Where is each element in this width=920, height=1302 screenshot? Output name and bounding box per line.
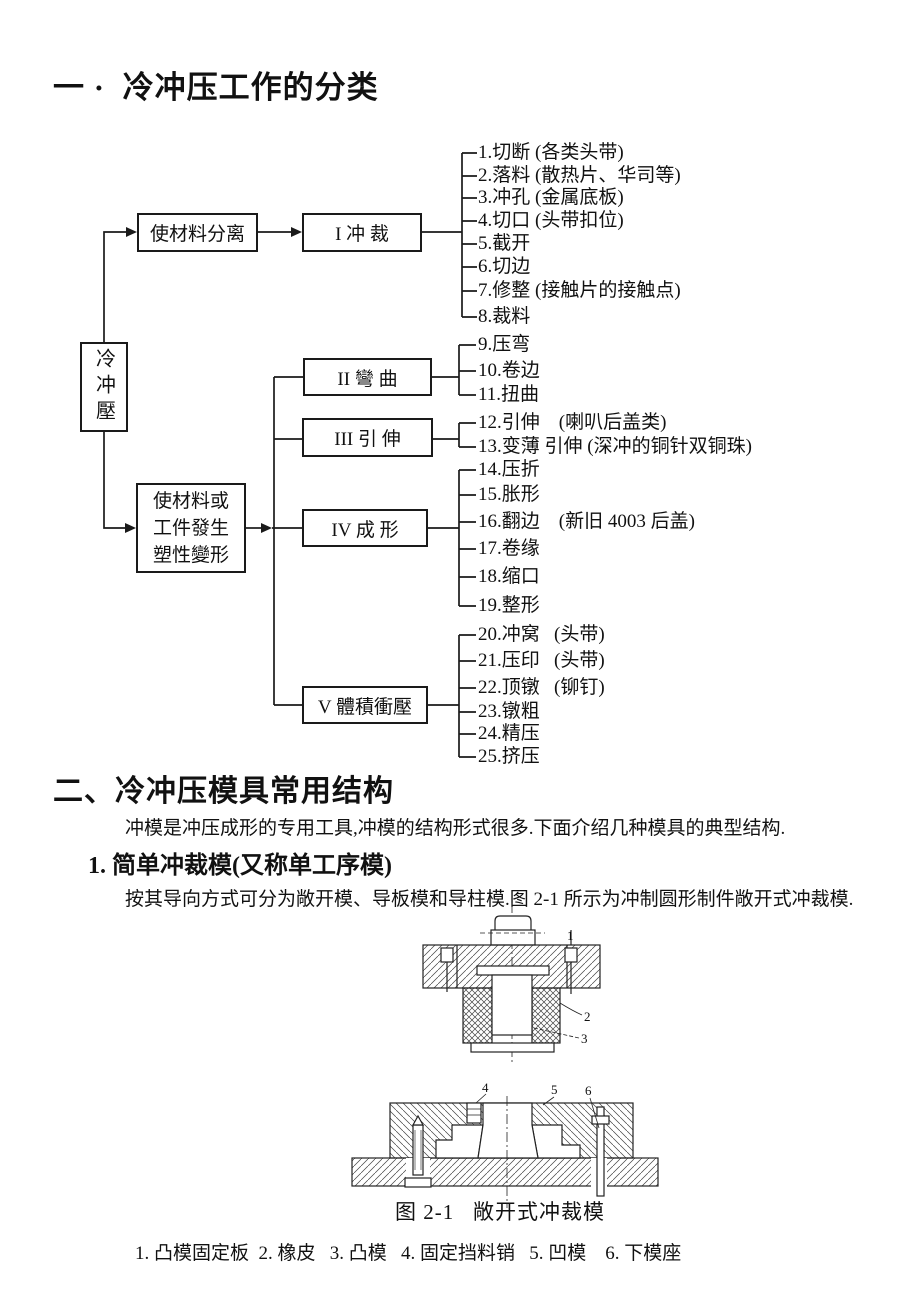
tree-item: 24.精压 [478,723,540,744]
tree-connector-lines [103,152,477,758]
part-label-2: 2 [584,1009,591,1024]
section2-intro: 冲模是冲压成形的专用工具,冲模的结构形式很多.下面介绍几种模具的典型结构. [125,818,786,839]
tree-item: 14.压折 [478,459,540,480]
part-label-3: 3 [581,1031,588,1046]
tree-item: 23.镦粗 [478,701,540,722]
tree-item: 6.切边 [478,256,531,277]
tree-category-box-punching: I 冲 裁 [302,213,422,252]
tree-item: 2.落料 (散热片、华司等) [478,165,681,186]
tree-item: 9.压弯 [478,334,531,355]
tree-item: 7.修整 (接触片的接触点) [478,280,681,301]
part-label-4: 4 [482,1080,489,1095]
tree-item: 8.裁料 [478,306,531,327]
tree-item: 1.切断 (各类头带) [478,142,624,163]
tree-item: 22.顶镦 (铆钉) [478,677,605,698]
tree-root-box: 冷冲壓 [80,342,128,432]
tree-item: 15.胀形 [478,484,540,505]
tree-item: 10.卷边 [478,360,540,381]
tree-item: 12.引伸 (喇叭后盖类) [478,412,667,433]
deform-line-3: 塑性變形 [152,544,229,566]
part-label-5: 5 [551,1082,558,1097]
part-label-1: 1 [567,928,574,943]
figure-upper-drawing [422,903,601,1062]
tree-item: 17.卷缘 [478,538,540,559]
tree-item: 16.翻边 (新旧 4003 后盖) [478,511,695,532]
figure-parts-list: 1. 凸模固定板 2. 橡皮 3. 凸模 4. 固定挡料销 5. 凹模 6. 下… [135,1243,682,1264]
figure-caption: 图 2-1 敞开式冲裁模 [395,1200,605,1224]
tree-category-box-drawing: III 引 伸 [302,418,433,457]
tree-category-box-bending: II 彎 曲 [303,358,432,396]
tree-category-box-forming: IV 成 形 [302,509,428,547]
tree-item: 18.缩口 [478,566,540,587]
tree-item: 5.截开 [478,233,531,254]
deform-line-2: 工件發生 [152,517,229,539]
tree-branch-deform-box: 使材料或 工件發生 塑性變形 [136,483,246,573]
tree-category-box-volume: V 體積衝壓 [302,686,428,724]
section2-sub-intro: 按其导向方式可分为敞开模、导板模和导柱模.图 2-1 所示为冲制圆形制件敞开式冲… [125,889,854,910]
section2-sub-heading: 1. 简单冲裁模(又称单工序模) [88,853,392,879]
figure-2-1-drawing: 1 2 3 [351,903,659,1208]
deform-line-1: 使材料或 [152,490,229,512]
tree-branch-separate-box: 使材料分离 [137,213,258,252]
figure-lower-drawing [351,1093,659,1208]
tree-item: 25.挤压 [478,746,540,767]
tree-item: 20.冲窝 (头带) [478,624,605,645]
tree-item: 21.压印 (头带) [478,650,605,671]
section2-heading: 二、冷冲压模具常用结构 [53,775,394,808]
tree-item: 19.整形 [478,595,540,616]
tree-item: 4.切口 (头带扣位) [478,210,624,231]
page-title: 一 · 冷冲压工作的分类 [53,70,379,105]
tree-item: 11.扭曲 [478,384,540,405]
tree-item: 13.变薄 引伸 (深冲的铜针双铜珠) [478,436,752,457]
part-label-6: 6 [585,1083,592,1098]
tree-item: 3.冲孔 (金属底板) [478,187,624,208]
